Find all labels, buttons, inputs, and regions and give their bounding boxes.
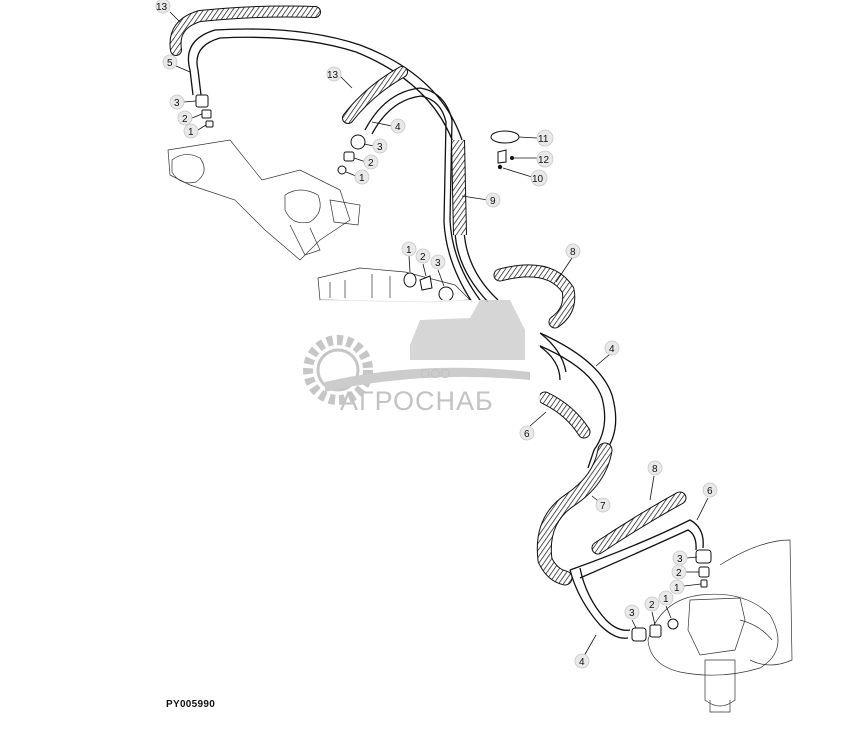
svg-text:3: 3 <box>174 98 180 109</box>
callout-1-upper-left: 1 <box>183 123 199 139</box>
svg-text:10: 10 <box>532 174 544 185</box>
watermark: ООО АГРОСНАБ <box>303 300 540 416</box>
fitting-set-lower-right <box>695 549 712 588</box>
fitting-set-valve <box>403 272 454 302</box>
callout-2-center: 2 <box>363 154 379 170</box>
svg-text:6: 6 <box>524 429 530 440</box>
callout-5: 5 <box>162 54 178 70</box>
svg-text:4: 4 <box>395 122 401 133</box>
callout-3-center: 3 <box>372 138 388 154</box>
svg-text:13: 13 <box>327 70 339 81</box>
sleeve-13-center <box>342 66 408 124</box>
callout-13-upper: 13 <box>155 0 171 14</box>
svg-text:1: 1 <box>359 173 365 184</box>
callout-3-valve: 3 <box>430 254 446 270</box>
callout-10: 10 <box>530 169 548 187</box>
callout-3-lower-left: 3 <box>624 604 640 620</box>
svg-text:6: 6 <box>707 486 713 497</box>
machine-frame-outline <box>167 139 361 261</box>
watermark-brand: АГРОСНАБ <box>340 386 494 416</box>
callout-11: 11 <box>536 129 554 147</box>
sleeve-9 <box>451 139 467 236</box>
callout-12: 12 <box>536 150 554 168</box>
hose-center <box>364 87 499 303</box>
svg-text:4: 4 <box>609 344 615 355</box>
brake-valve-outline <box>647 539 793 713</box>
callout-4-center: 4 <box>390 118 406 134</box>
svg-text:1: 1 <box>663 594 669 605</box>
fitting-set-upper-left <box>195 94 214 128</box>
watermark-prefix: ООО <box>420 366 450 381</box>
sleeve-7 <box>536 442 613 586</box>
svg-text:12: 12 <box>538 155 550 166</box>
callout-1-lower-right: 1 <box>669 579 685 595</box>
svg-text:2: 2 <box>676 568 682 579</box>
callout-1-valve: 1 <box>401 241 417 257</box>
callout-2-upper-left: 2 <box>177 110 193 126</box>
svg-text:7: 7 <box>600 501 606 512</box>
clamp-parts <box>490 130 520 170</box>
callout-4-lower: 4 <box>574 653 590 669</box>
svg-text:1: 1 <box>188 127 194 138</box>
callout-6-middle: 6 <box>519 425 535 441</box>
svg-text:9: 9 <box>490 196 496 207</box>
callout-2-lower-left: 2 <box>644 596 660 612</box>
svg-text:1: 1 <box>674 583 680 594</box>
callout-9: 9 <box>485 192 501 208</box>
fitting-set-center <box>337 134 366 175</box>
svg-text:8: 8 <box>652 464 658 475</box>
hose-lower-right-branch <box>569 519 704 579</box>
svg-text:8: 8 <box>570 247 576 258</box>
svg-text:11: 11 <box>538 134 549 145</box>
svg-text:13: 13 <box>156 2 168 13</box>
callout-6-lower: 6 <box>702 482 718 498</box>
callout-13-center: 13 <box>326 66 342 82</box>
svg-text:3: 3 <box>677 554 683 565</box>
svg-text:2: 2 <box>420 252 426 263</box>
fitting-set-lower-left <box>631 618 679 642</box>
sleeve-8-upper <box>493 264 576 329</box>
callout-3-lower-right: 3 <box>672 550 688 566</box>
svg-text:1: 1 <box>406 245 412 256</box>
svg-text:5: 5 <box>167 58 173 69</box>
hose-lower-left-branch <box>569 567 631 639</box>
callout-1-center: 1 <box>354 169 370 185</box>
hose-main-run <box>537 332 617 471</box>
drawing-id: PY005990 <box>166 699 216 710</box>
callout-4-middle: 4 <box>604 340 620 356</box>
svg-text:3: 3 <box>377 142 383 153</box>
callout-2-valve: 2 <box>415 248 431 264</box>
callout-1-lower-left: 1 <box>658 590 674 606</box>
svg-text:2: 2 <box>649 600 655 611</box>
callout-8-upper: 8 <box>565 243 581 259</box>
callout-8-lower: 8 <box>647 460 663 476</box>
svg-text:3: 3 <box>629 608 635 619</box>
svg-text:3: 3 <box>435 258 441 269</box>
callout-3-upper-left: 3 <box>169 94 185 110</box>
sleeve-8-lower <box>591 491 687 555</box>
callout-7: 7 <box>595 497 611 513</box>
sleeve-13-upper <box>169 5 321 56</box>
svg-text:2: 2 <box>368 158 374 169</box>
callout-2-lower-right: 2 <box>671 564 687 580</box>
svg-text:2: 2 <box>182 114 188 125</box>
sleeve-8-middle <box>538 391 591 439</box>
hose-upper-left <box>187 28 465 231</box>
leader-lines <box>169 11 709 657</box>
svg-text:4: 4 <box>579 657 585 668</box>
